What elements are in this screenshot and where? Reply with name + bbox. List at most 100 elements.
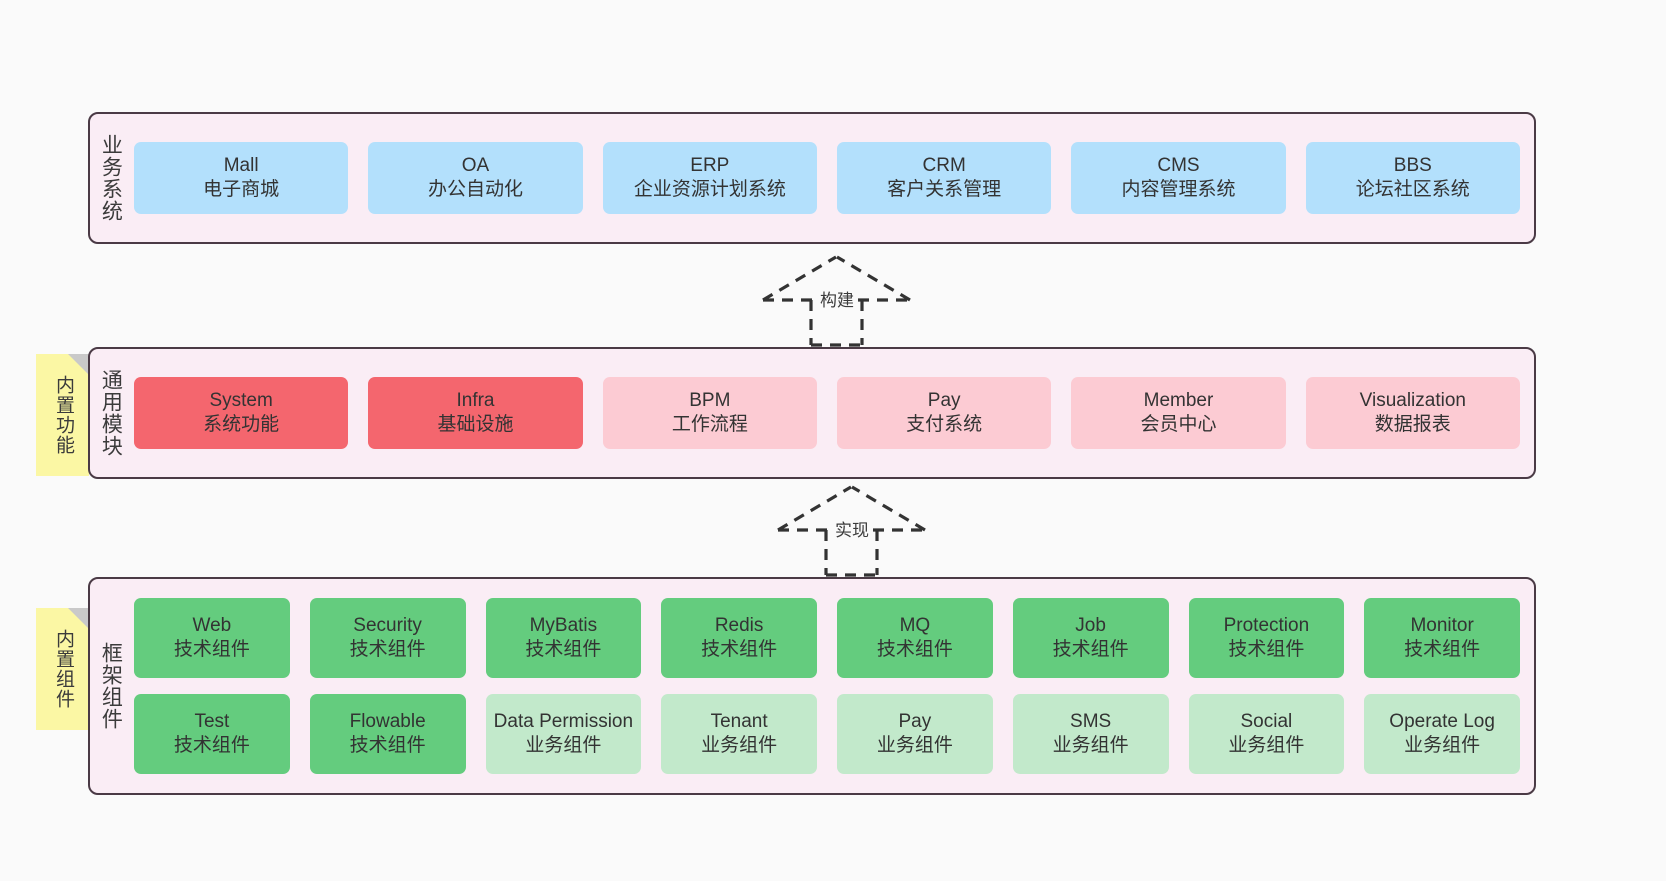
component-subtitle: 技术组件	[876, 639, 953, 660]
module-oa[interactable]: OA 办公自动化	[368, 142, 583, 214]
component-subtitle: 技术组件	[349, 735, 426, 756]
module-member[interactable]: Member 会员中心	[1071, 377, 1286, 449]
component-operate-log[interactable]: Operate Log 业务组件	[1364, 694, 1520, 774]
connector-build: 构建	[755, 252, 920, 347]
component-security[interactable]: Security 技术组件	[309, 598, 466, 678]
arrow-left-edge	[762, 255, 837, 302]
module-visualization[interactable]: Visualization 数据报表	[1305, 377, 1520, 449]
component-subtitle: 技术组件	[349, 639, 426, 660]
layer-body-business: Mall 电子商城 OA 办公自动化 ERP 企业资源计划系统 CRM 客户关系…	[130, 114, 1534, 242]
arrow-right-edge	[851, 485, 926, 532]
module-name: Pay	[927, 390, 961, 412]
module-name: Mall	[223, 155, 259, 177]
layer-title-common: 通用模块	[99, 369, 123, 457]
component-name: Test	[194, 711, 230, 733]
module-system[interactable]: System 系统功能	[134, 377, 349, 449]
component-mybatis[interactable]: MyBatis 技术组件	[485, 598, 642, 678]
module-subtitle: 会员中心	[1140, 414, 1217, 435]
component-test[interactable]: Test 技术组件	[134, 694, 290, 774]
component-name: Flowable	[349, 711, 426, 733]
module-name: OA	[461, 155, 490, 177]
component-name: Operate Log	[1389, 711, 1495, 733]
component-redis[interactable]: Redis 技术组件	[661, 598, 817, 678]
module-subtitle: 数据报表	[1374, 414, 1451, 435]
connector-implement: 实现	[770, 482, 935, 577]
connector-build-label: 构建	[818, 286, 856, 311]
layer-common-modules: 通用模块 System 系统功能 Infra 基础设施 BPM 工作流程 Pay…	[88, 347, 1536, 479]
component-subtitle: 技术组件	[1404, 639, 1481, 660]
component-name: Web	[192, 615, 232, 637]
component-name: SMS	[1070, 711, 1112, 733]
component-name: Redis	[714, 615, 764, 637]
component-social[interactable]: Social 业务组件	[1188, 694, 1345, 774]
module-erp[interactable]: ERP 企业资源计划系统	[602, 142, 817, 214]
component-tenant[interactable]: Tenant 业务组件	[661, 694, 817, 774]
component-sms[interactable]: SMS 业务组件	[1012, 694, 1169, 774]
component-name: Social	[1240, 711, 1293, 733]
component-name: Security	[353, 615, 422, 637]
module-name: BPM	[689, 390, 731, 412]
row-common-1: System 系统功能 Infra 基础设施 BPM 工作流程 Pay 支付系统…	[134, 377, 1520, 449]
module-infra[interactable]: Infra 基础设施	[368, 377, 583, 449]
component-pay[interactable]: Pay 业务组件	[837, 694, 993, 774]
sticky-note-label: 内置功能	[52, 375, 74, 455]
component-monitor[interactable]: Monitor 技术组件	[1364, 598, 1520, 678]
component-job[interactable]: Job 技术组件	[1012, 598, 1169, 678]
component-subtitle: 业务组件	[876, 735, 953, 756]
component-name: Pay	[898, 711, 932, 733]
component-subtitle: 技术组件	[173, 735, 250, 756]
module-name: CMS	[1157, 155, 1200, 177]
layer-framework-components: 框架组件 Web 技术组件 Security 技术组件 MyBatis 技术组件…	[88, 577, 1536, 795]
module-subtitle: 企业资源计划系统	[633, 179, 786, 200]
module-subtitle: 办公自动化	[427, 179, 523, 200]
module-subtitle: 支付系统	[906, 414, 983, 435]
module-name: BBS	[1393, 155, 1432, 177]
module-bbs[interactable]: BBS 论坛社区系统	[1305, 142, 1520, 214]
component-name: Protection	[1223, 615, 1310, 637]
module-name: ERP	[690, 155, 730, 177]
module-mall[interactable]: Mall 电子商城	[134, 142, 349, 214]
component-flowable[interactable]: Flowable 技术组件	[309, 694, 466, 774]
component-subtitle: 业务组件	[525, 735, 602, 756]
module-subtitle: 系统功能	[203, 414, 280, 435]
module-name: System	[209, 390, 273, 412]
component-data-permission[interactable]: Data Permission 业务组件	[485, 694, 642, 774]
layer-body-common: System 系统功能 Infra 基础设施 BPM 工作流程 Pay 支付系统…	[130, 349, 1534, 477]
module-pay[interactable]: Pay 支付系统	[836, 377, 1052, 449]
component-subtitle: 技术组件	[173, 639, 250, 660]
module-crm[interactable]: CRM 客户关系管理	[836, 142, 1052, 214]
component-subtitle: 业务组件	[1228, 735, 1305, 756]
module-bpm[interactable]: BPM 工作流程	[602, 377, 817, 449]
component-subtitle: 技术组件	[1052, 639, 1129, 660]
component-subtitle: 业务组件	[701, 735, 778, 756]
layer-body-framework: Web 技术组件 Security 技术组件 MyBatis 技术组件 Redi…	[130, 579, 1534, 793]
component-subtitle: 业务组件	[1404, 735, 1481, 756]
row-framework-tech: Web 技术组件 Security 技术组件 MyBatis 技术组件 Redi…	[134, 598, 1520, 678]
component-web[interactable]: Web 技术组件	[134, 598, 290, 678]
component-name: Job	[1075, 615, 1106, 637]
component-name: Data Permission	[493, 711, 634, 733]
sticky-note-label: 内置组件	[52, 629, 74, 709]
folded-corner-icon	[68, 608, 89, 629]
module-name: CRM	[922, 155, 966, 177]
component-subtitle: 技术组件	[525, 639, 602, 660]
module-cms[interactable]: CMS 内容管理系统	[1071, 142, 1286, 214]
component-name: MyBatis	[529, 615, 598, 637]
arrow-right-edge	[836, 255, 911, 302]
module-subtitle: 内容管理系统	[1121, 179, 1236, 200]
module-subtitle: 论坛社区系统	[1355, 179, 1470, 200]
module-subtitle: 电子商城	[203, 179, 280, 200]
layer-business-systems: 业务系统 Mall 电子商城 OA 办公自动化 ERP 企业资源计划系统 CRM…	[88, 112, 1536, 244]
component-name: MQ	[899, 615, 931, 637]
component-mq[interactable]: MQ 技术组件	[837, 598, 993, 678]
module-name: Visualization	[1359, 390, 1466, 412]
module-subtitle: 客户关系管理	[887, 179, 1002, 200]
component-subtitle: 技术组件	[1228, 639, 1305, 660]
connector-implement-label: 实现	[833, 516, 871, 541]
module-subtitle: 基础设施	[437, 414, 514, 435]
component-protection[interactable]: Protection 技术组件	[1188, 598, 1345, 678]
component-name: Tenant	[710, 711, 768, 733]
module-name: Infra	[456, 390, 495, 412]
arrow-left-edge	[777, 485, 852, 532]
sticky-note-builtin-features: 内置功能	[36, 354, 89, 476]
